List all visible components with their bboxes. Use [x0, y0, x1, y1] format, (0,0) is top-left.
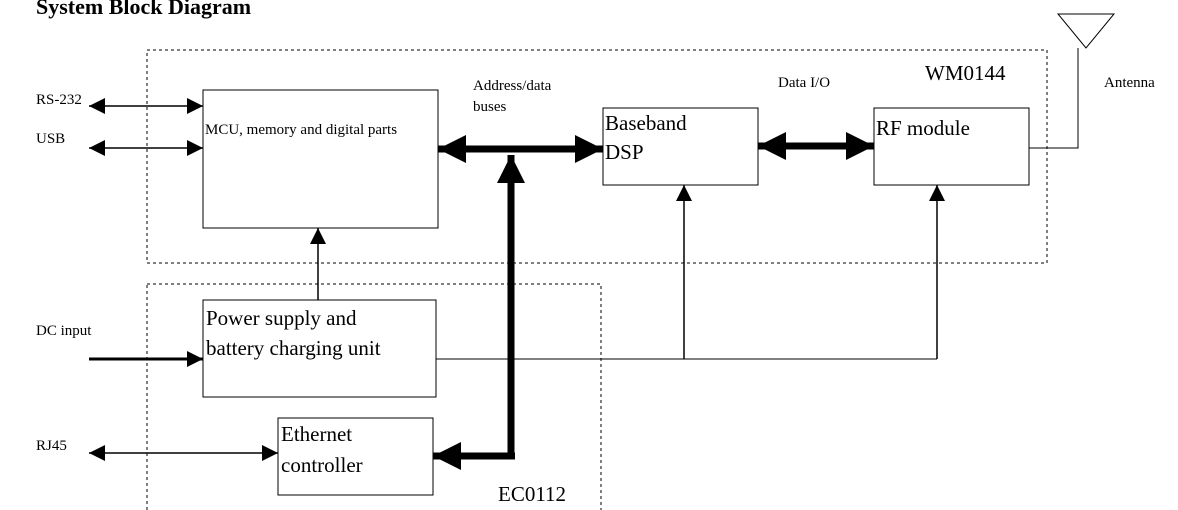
- dc-input-label: DC input: [36, 323, 92, 339]
- address-bus-label-line2: buses: [473, 99, 507, 115]
- usb-label: USB: [36, 131, 66, 147]
- mcu-label: MCU, memory and digital parts: [205, 122, 398, 138]
- diagram-title: System Block Diagram: [36, 0, 252, 19]
- address-bus-label-line1: Address/data: [473, 78, 552, 94]
- antenna-label: Antenna: [1104, 75, 1155, 91]
- ec0112-boundary: [146, 283, 602, 510]
- antenna-icon: [1056, 13, 1116, 49]
- power-label-line2: battery charging unit: [206, 336, 381, 360]
- dsp-label-line2: DSP: [605, 140, 644, 164]
- data-io-label: Data I/O: [778, 75, 831, 91]
- ethernet-label-line1: Ethernet: [281, 422, 353, 446]
- rs232-label: RS-232: [36, 92, 82, 108]
- dsp-label-line1: Baseband: [605, 111, 687, 135]
- mcu-block: [202, 89, 439, 229]
- wm0144-boundary: [146, 49, 1048, 264]
- power-supply-block: [202, 299, 437, 398]
- power-label-line1: Power supply and: [206, 306, 357, 330]
- ethernet-label-line2: controller: [281, 453, 363, 477]
- rj45-label: RJ45: [36, 438, 67, 454]
- antenna-feed-line: [1029, 48, 1079, 149]
- ec0112-label: EC0112: [498, 482, 567, 506]
- rf-module-label: RF module: [876, 116, 970, 140]
- ethernet-controller-block: [277, 417, 434, 496]
- wm0144-label: WM0144: [925, 61, 1006, 85]
